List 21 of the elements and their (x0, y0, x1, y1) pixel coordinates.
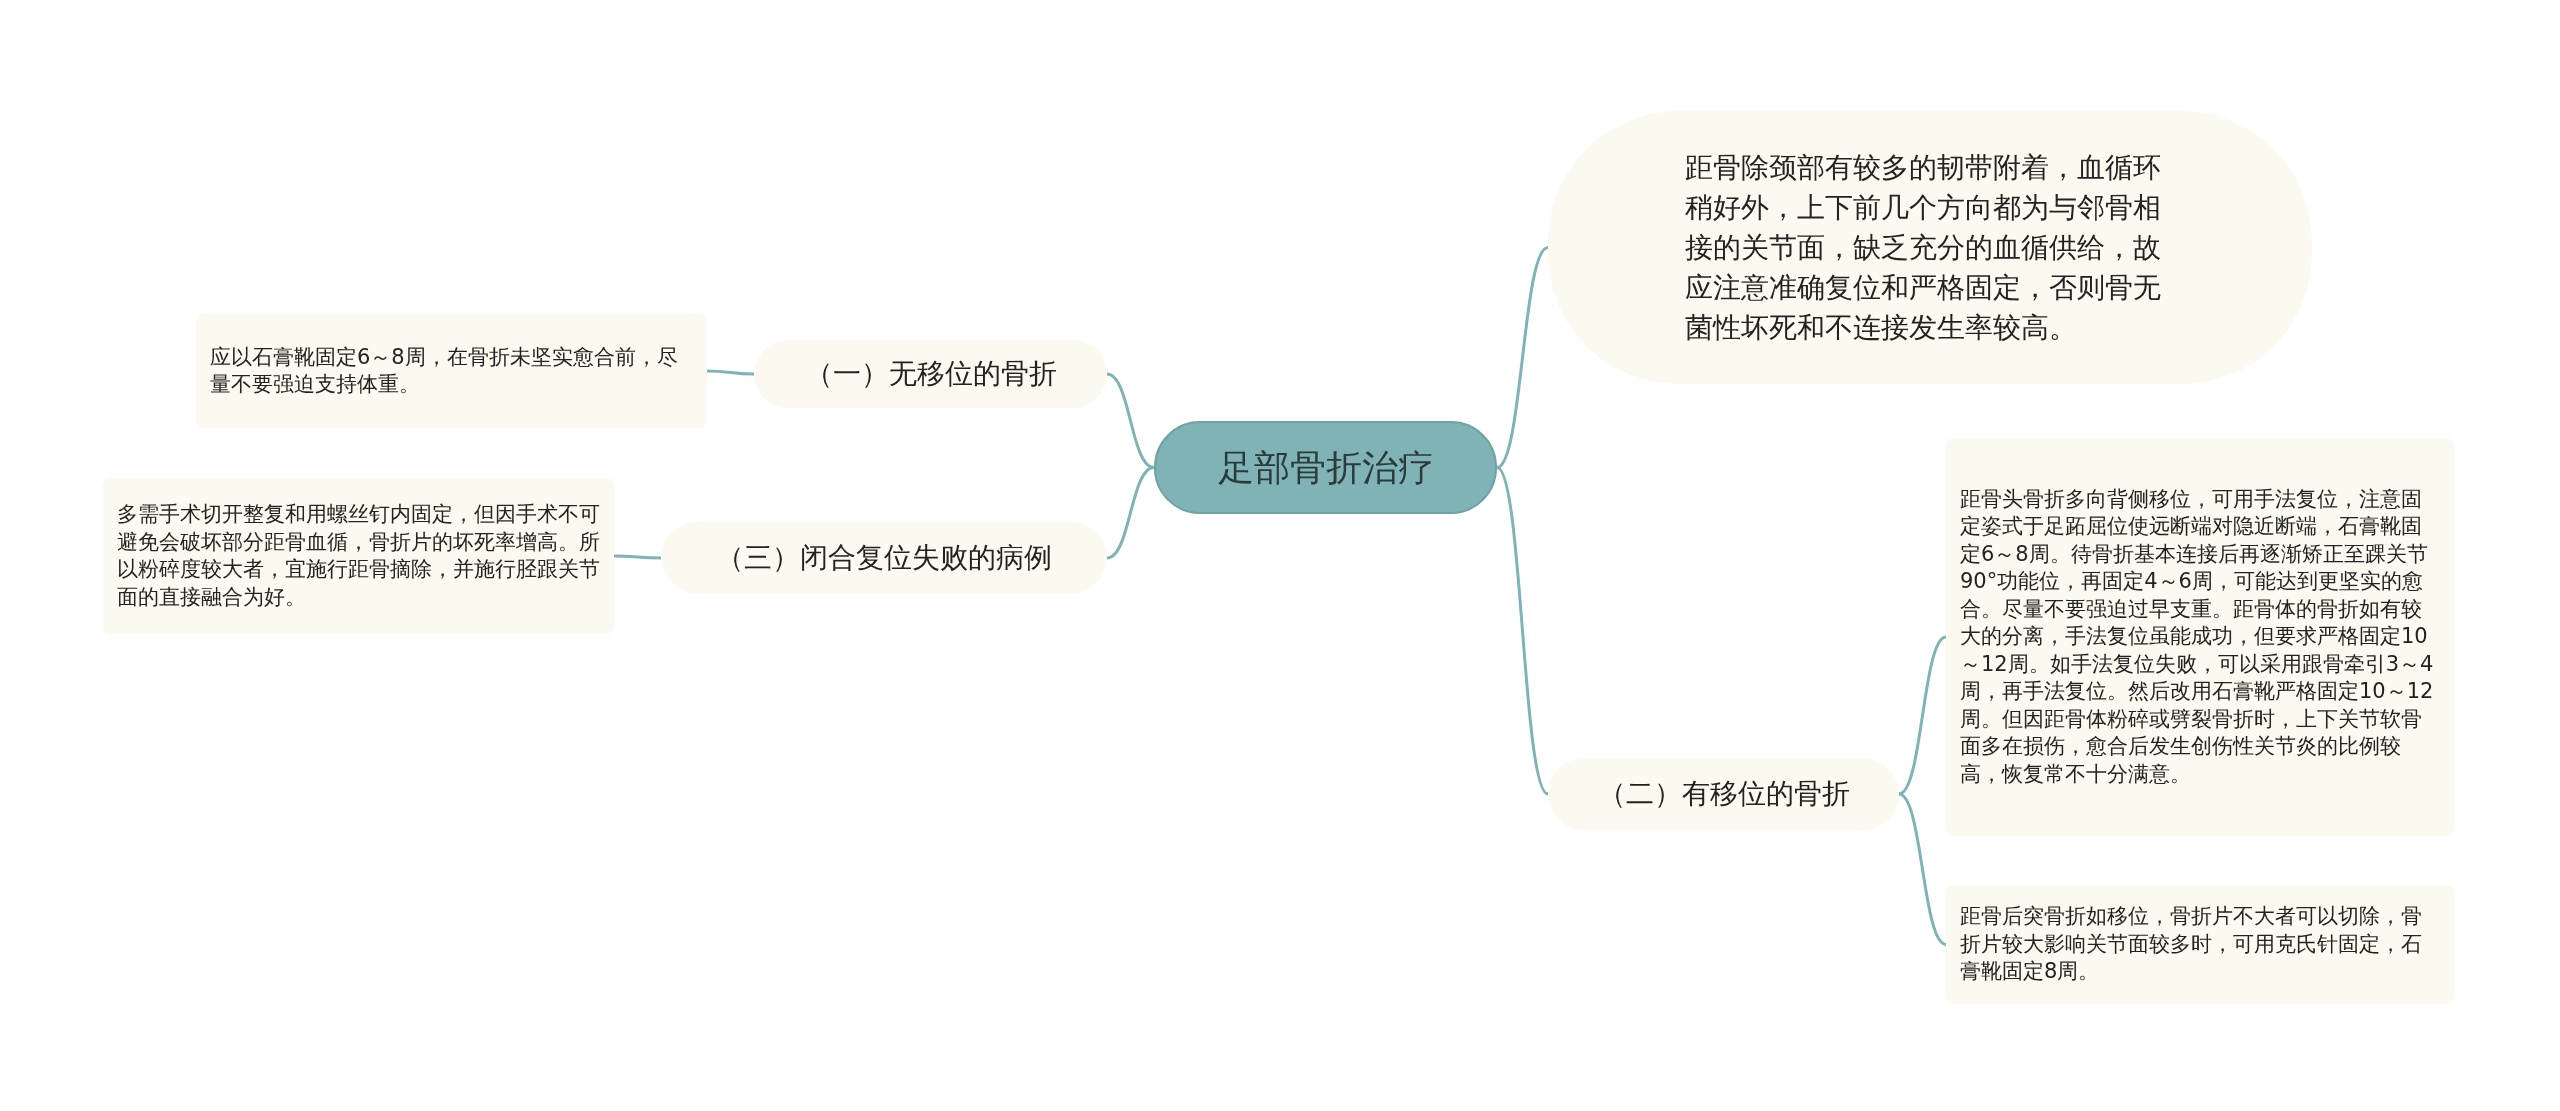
connector-line (1106, 466, 1155, 560)
connector-line (1496, 246, 1549, 469)
branch-label: （二）有移位的骨折 (1597, 776, 1850, 812)
connector-line (1898, 635, 1947, 796)
leaf-card (1946, 885, 2454, 1004)
connector-line (1898, 792, 1947, 946)
root-title: 足部骨折治疗 (1217, 445, 1434, 490)
leaf-text: 应以石膏靴固定6～8周，在骨折未坚实愈合前，尽量不要强迫支持体重。 (210, 343, 679, 398)
connector-line (1106, 372, 1155, 469)
leaf-card (196, 314, 707, 428)
leaf-text: 距骨后突骨折如移位，骨折片不大者可以切除，骨折片较大影响关节面较多时，可用克氏针固定，石膏靴固定8周。 (1960, 903, 2423, 986)
connector-line (1495, 466, 1550, 795)
branch-label: （一）无移位的骨折 (804, 356, 1057, 392)
connector-line (707, 369, 754, 376)
leaf-text: 距骨头骨折多向背侧移位，可用手法复位，注意固定姿式于足跖屈位使远断端对隐近断端，石膏靴固定6～8周。待骨折基本连接后再逐渐矫正至踝关节90°功能位，再固定4～6周，可能达到更坚实的愈合。尽量不要强迫过早支重。距骨体的骨折如有较大的分离，手法复位虽能成功，但要求严格固定10～12周。如手法复位失败，可以采用跟骨牵引3～4周，再手法复位。然后改用石膏靴严格固定10～12周。但因距骨体粉碎或劈裂骨折时，上下关节软骨面多在损伤，愈合后发生创伤性关节炎的比例较高，恢复常不十分满意。 (1960, 485, 2435, 788)
branch-label: （三）闭合复位失败的病例 (716, 540, 1052, 576)
topic-text: 距骨除颈部有较多的韧带附着，血循环稍好外，上下前几个方向都为与邻骨相接的关节面，缺乏充分的血循供给，故应注意准确复位和严格固定，否则骨无菌性坏死和不连接发生率较高。 (1685, 149, 2162, 346)
leaf-card (1946, 438, 2454, 836)
leaf-text: 多需手术切开整复和用螺丝钉内固定，但因手术不可避免会破坏部分距骨血循，骨折片的坏死率增高。所以粉碎度较大者，宜施行距骨摘除，并施行胫跟关节面的直接融合为好。 (117, 501, 600, 611)
leaf-card (103, 478, 614, 634)
connector-line (614, 554, 661, 560)
